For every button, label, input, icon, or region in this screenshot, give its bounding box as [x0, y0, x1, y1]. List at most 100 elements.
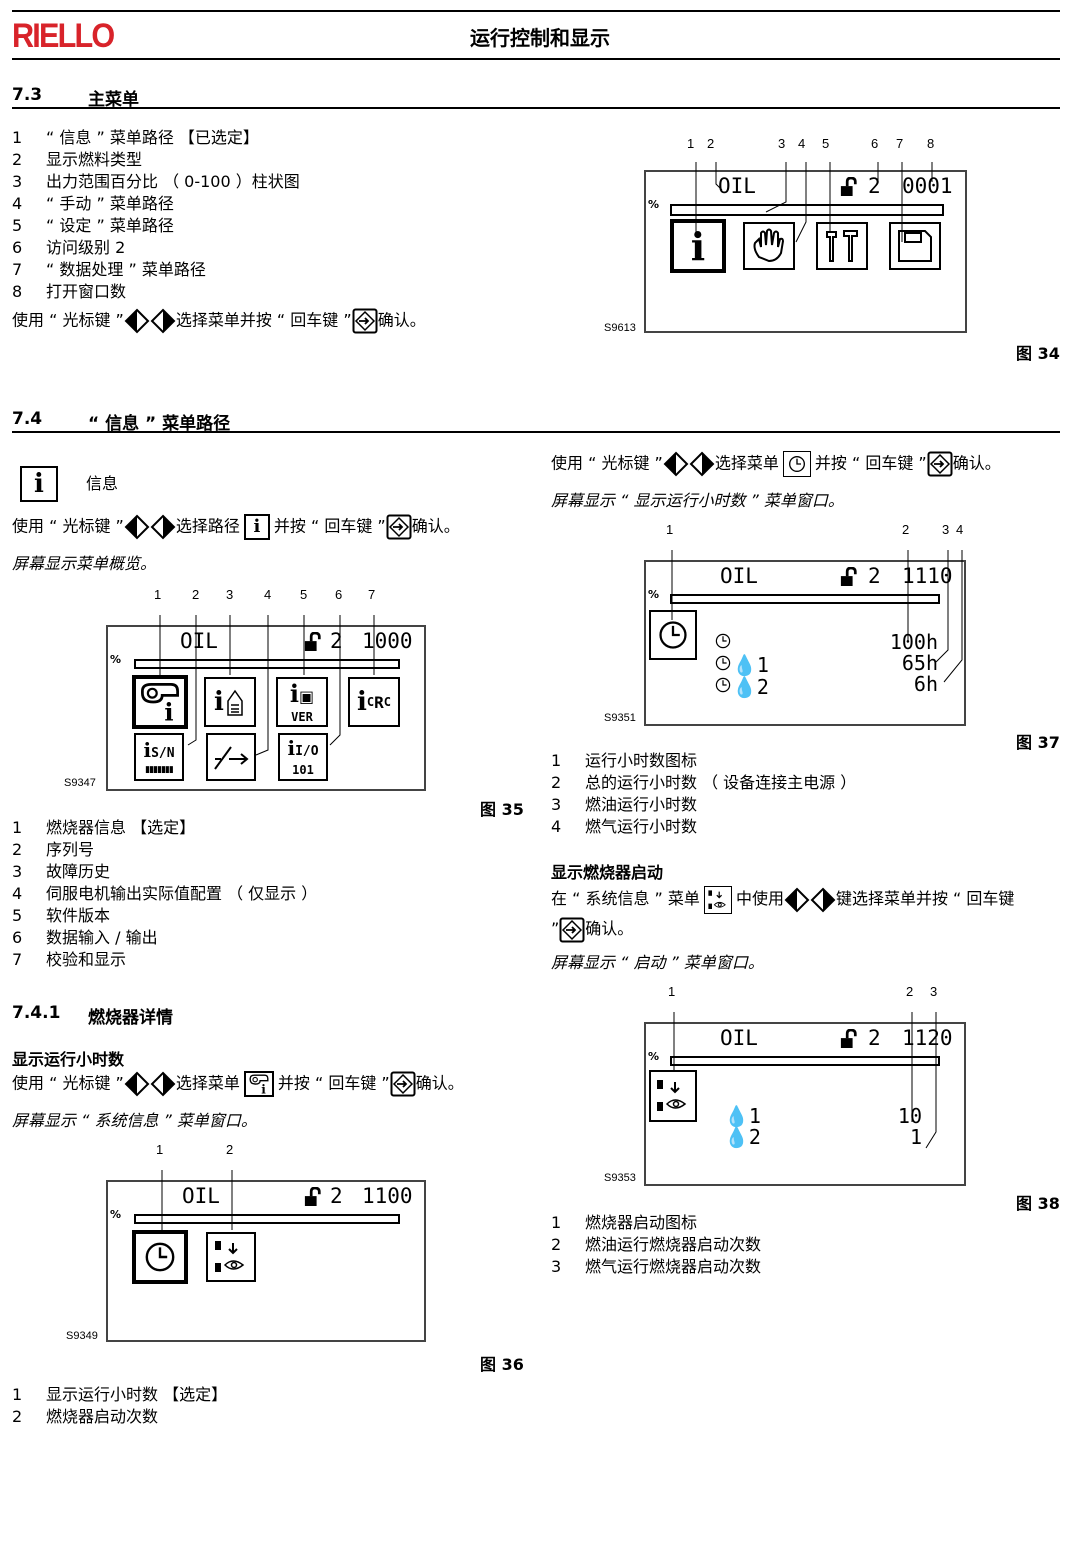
figure-35-caption: 图 35: [480, 800, 524, 819]
burner-info-icon: [132, 675, 188, 729]
callout-lines: [673, 1012, 937, 1149]
fuel-type: OIL: [180, 629, 218, 653]
section-7-4-1-title: 燃烧器详情: [88, 1008, 173, 1028]
enter-key-icon: [390, 1071, 416, 1097]
figure-code: S9347: [64, 777, 96, 789]
output-bar: [134, 1214, 400, 1224]
figure-38-caption: 图 38: [1016, 1194, 1060, 1213]
cursor-left-icon: [124, 514, 150, 540]
callout-5: 5: [300, 587, 308, 602]
list-item: 4“ 手动 ” 菜单路径: [12, 194, 174, 213]
riello-logo: RIELLO: [12, 17, 115, 55]
figure-code: S9353: [604, 1172, 636, 1184]
software-version-icon: i▣VER: [276, 677, 328, 727]
callout-8: 8: [927, 136, 935, 151]
access-level: 2: [330, 629, 343, 653]
window-number: 1120: [902, 1026, 953, 1050]
figure-37: 1 2 3 4 OIL 2 1110 % 💧1 💧2 100h 65h 6h S…: [600, 520, 970, 730]
window-number: 1000: [362, 629, 413, 653]
start-labels: 💧1 💧2: [724, 1106, 761, 1148]
callout-2: 2: [906, 984, 914, 999]
lcd-burner-starts: OIL 2 1120 % 💧1 💧2 10 1: [644, 1012, 966, 1186]
cursor-right-icon: [150, 514, 176, 540]
callout-4: 4: [956, 522, 964, 537]
enter-key-icon: [386, 514, 412, 540]
callout-1: 1: [666, 522, 674, 537]
gas-hours-label: 💧2: [714, 676, 769, 698]
percent-icon: %: [648, 1050, 660, 1063]
fuel-type: OIL: [720, 1026, 758, 1050]
start-values: 10 1: [846, 1106, 922, 1148]
info-icon: i: [20, 466, 58, 502]
tools-icon: [816, 222, 868, 270]
section-7-3-number: 7.3: [12, 85, 43, 105]
callout-6: 6: [335, 587, 343, 602]
cursor-right-icon: [689, 451, 715, 477]
figure-34: 1 2 3 4 5 6 7 8 OIL 2 0001 % i S9613: [600, 132, 970, 337]
section-7-4-1-number: 7.4.1: [12, 1003, 61, 1023]
lcd-operating-hours: OIL 2 1110 % 💧1 💧2 100h 65h 6h: [644, 550, 966, 726]
cursor-right-icon: [150, 308, 176, 334]
window-number: 1110: [902, 564, 953, 588]
clock-icon: [649, 610, 697, 660]
callout-lines: [161, 1170, 233, 1230]
clock-icon: [782, 451, 811, 477]
gas-starts-value: 1: [909, 1125, 922, 1149]
burner-start-icon: [206, 1232, 256, 1282]
cursor-right-icon: [810, 887, 836, 913]
access-level: 2: [330, 1184, 343, 1208]
access-level: 2: [868, 174, 881, 198]
system-info-screen-text: 屏幕显示 “ 系统信息 ” 菜单窗口。: [12, 1111, 257, 1130]
fault-history-icon: i: [204, 677, 256, 727]
section-7-4-number: 7.4: [12, 409, 43, 429]
top-rule: [12, 10, 1060, 12]
fuel-type: OIL: [182, 1184, 220, 1208]
callout-3: 3: [778, 136, 786, 151]
figure-37-caption: 图 37: [1016, 733, 1060, 752]
callout-4: 4: [264, 587, 272, 602]
start-screen-text: 屏幕显示 “ 启动 ” 菜单窗口。: [551, 953, 764, 972]
operating-hours-instruction: 使用 “ 光标键 ”选择菜单并按 “ 回车键 ”确认。: [12, 1071, 464, 1097]
fuel-type: OIL: [720, 564, 758, 588]
info-icon: i: [670, 219, 726, 273]
callout-2: 2: [902, 522, 910, 537]
burner-start-icon: [703, 885, 732, 914]
lcd-system-info: OIL 2 1100 %: [106, 1170, 426, 1342]
callout-1: 1: [668, 984, 676, 999]
callout-3: 3: [226, 587, 234, 602]
callout-5: 5: [822, 136, 830, 151]
figure-36: 1 2 OIL 2 1100 % S9349: [60, 1140, 430, 1350]
figure-code: S9349: [66, 1330, 98, 1342]
figure-code: S9351: [604, 712, 636, 724]
fuel-type: OIL: [718, 174, 756, 198]
callout-2: 2: [226, 1142, 234, 1157]
burner-info-icon: [243, 1071, 274, 1097]
callout-4: 4: [798, 136, 806, 151]
callout-1: 1: [156, 1142, 164, 1157]
callout-lines: [159, 615, 375, 756]
info-icon: i: [243, 514, 270, 540]
callout-2: 2: [192, 587, 200, 602]
section-7-4-title: “ 信息 ” 菜单路径: [88, 414, 231, 434]
callout-lines: [671, 550, 963, 683]
figure-34-caption: 图 34: [1016, 344, 1060, 363]
hours-instruction: 使用 “ 光标键 ”选择菜单并按 “ 回车键 ”确认。: [551, 451, 1001, 477]
clock-icon: [132, 1230, 188, 1284]
serial-number-icon: iS/N▮▮▮▮▮▮▮: [134, 733, 184, 781]
access-level: 2: [868, 1026, 881, 1050]
